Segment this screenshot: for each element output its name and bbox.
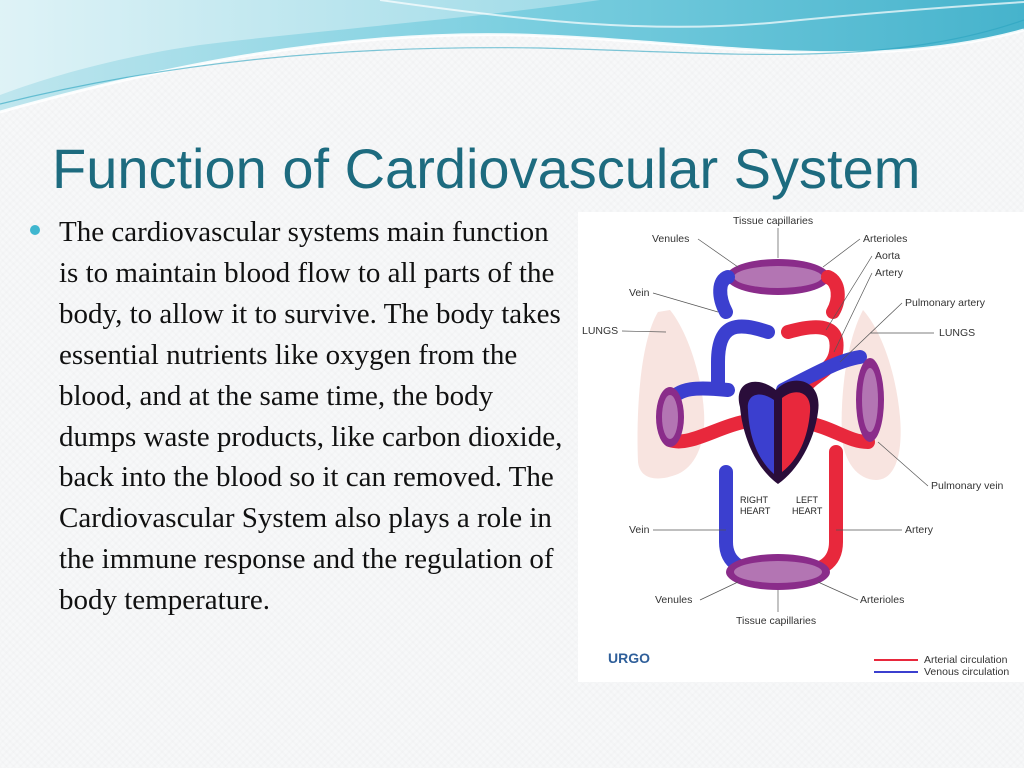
legend-venous-label: Venous circulation: [924, 666, 1009, 678]
label-lungs-left: LUNGS: [582, 325, 618, 337]
label-arterioles-top: Arterioles: [863, 233, 907, 245]
circulatory-diagram: Tissue capillaries Venules Arterioles Ao…: [578, 212, 1024, 682]
bullet-icon: [30, 225, 40, 235]
label-arterioles-bottom: Arterioles: [860, 594, 904, 606]
bullet-text: The cardiovascular systems main function…: [59, 216, 563, 617]
upper-vein-vessel: [711, 319, 775, 394]
lung-capillaries-right: [856, 358, 884, 442]
label-tissue-capillaries-top: Tissue capillaries: [733, 215, 813, 227]
label-artery-bottom: Artery: [905, 524, 934, 536]
label-tissue-capillaries-bottom: Tissue capillaries: [736, 615, 816, 627]
label-lungs-right: LUNGS: [939, 327, 975, 339]
label-venules-top: Venules: [652, 233, 689, 245]
slide-title: Function of Cardiovascular System: [52, 137, 921, 200]
label-venules-bottom: Venules: [655, 594, 692, 606]
label-right-heart-2: HEART: [740, 506, 771, 516]
header-wave-decoration: [0, 0, 1024, 114]
legend: Arterial circulation Venous circulation: [874, 654, 1009, 678]
label-pulmonary-vein: Pulmonary vein: [931, 480, 1004, 492]
label-pulmonary-artery: Pulmonary artery: [905, 297, 986, 309]
label-left-heart-1: LEFT: [796, 495, 819, 505]
label-vein-top: Vein: [629, 287, 650, 299]
urgo-logo: URGO: [608, 650, 650, 666]
label-right-heart-1: RIGHT: [740, 495, 769, 505]
lung-capillaries-left: [656, 387, 684, 447]
label-left-heart-2: HEART: [792, 506, 823, 516]
label-aorta: Aorta: [875, 250, 900, 262]
label-artery-top: Artery: [875, 267, 904, 279]
tissue-capillaries-bottom: [726, 554, 830, 590]
label-vein-bottom: Vein: [629, 524, 650, 536]
tissue-capillaries-top: [726, 259, 830, 295]
legend-arterial-label: Arterial circulation: [924, 654, 1008, 666]
